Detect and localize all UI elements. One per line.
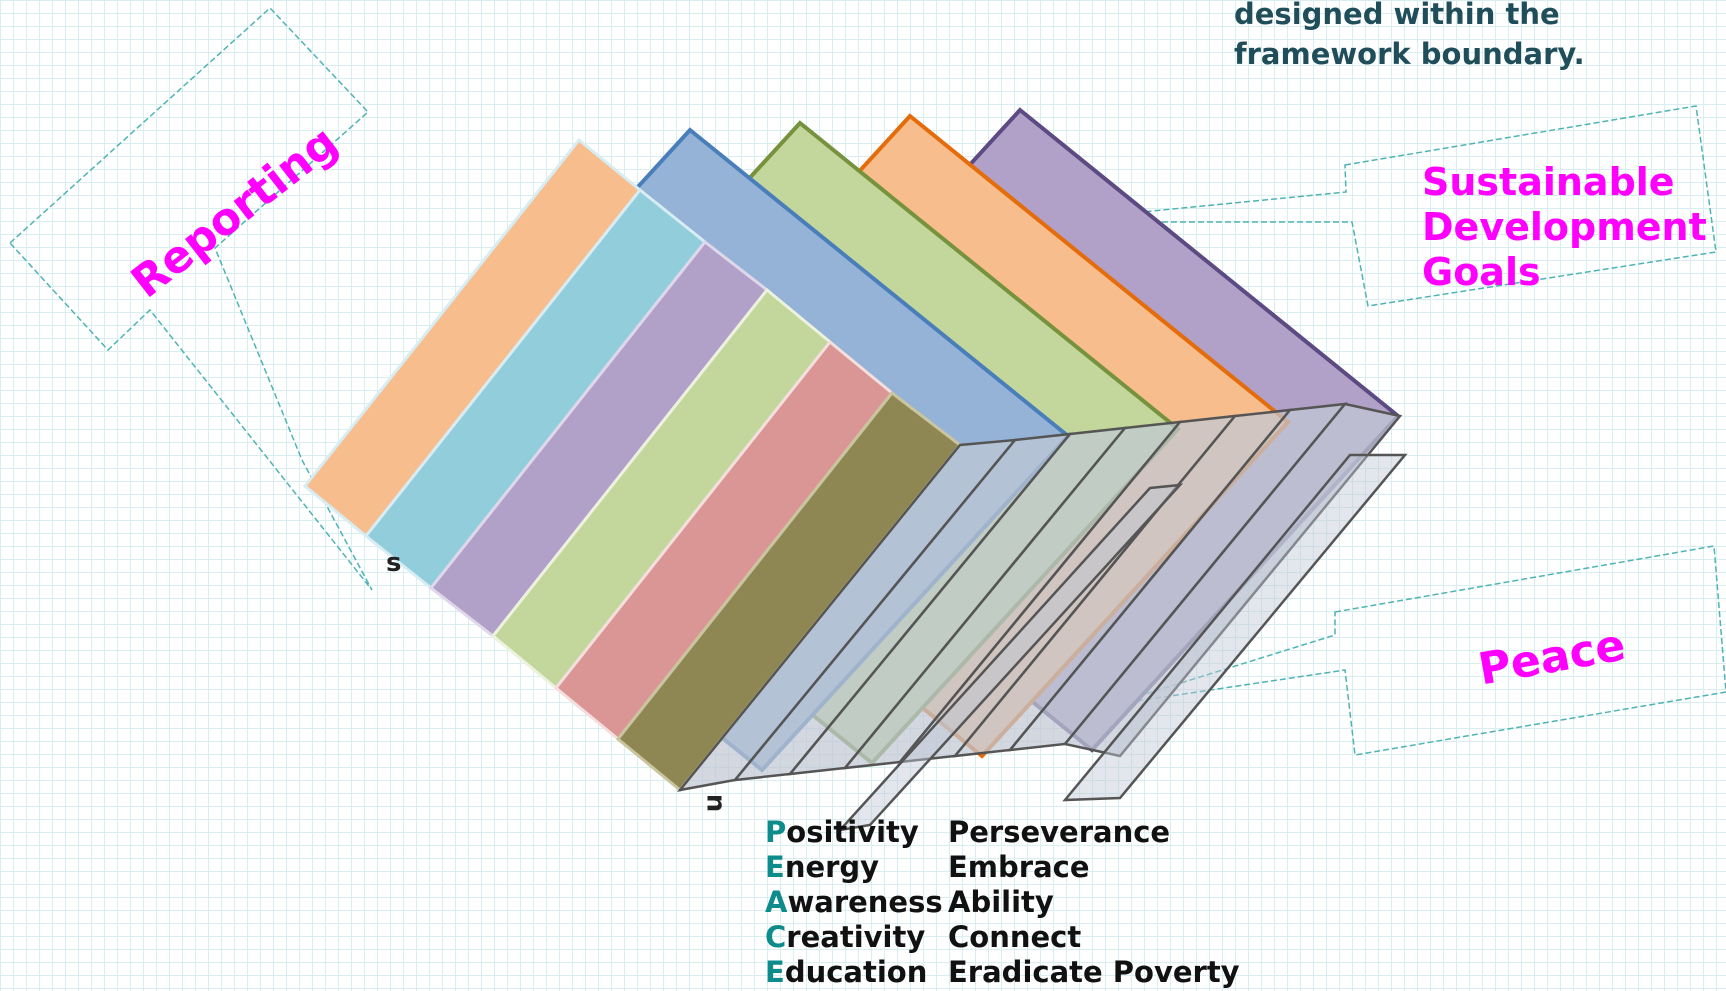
acronym-pair: Connect	[948, 920, 1082, 954]
stray-letter-n: n	[700, 793, 731, 813]
slice-10	[1062, 453, 1408, 802]
stray-letter-s: s	[386, 548, 402, 578]
acronym-pair: Embrace	[948, 850, 1090, 884]
reporting-callout	[8, 6, 373, 591]
acronym-rest: ducation	[784, 955, 928, 989]
acronym-row-e2: Education Eradicate Poverty	[765, 955, 1240, 990]
acronym-rest: reativity	[786, 920, 926, 954]
peace-acronym-list: Positivity Perseverance Energy Embrace A…	[765, 815, 1240, 990]
acronym-rest: wareness	[787, 885, 943, 919]
acronym-word: Awareness	[765, 885, 948, 920]
sdg-label: Sustainable Development Goals	[1422, 160, 1707, 294]
acronym-initial: P	[765, 815, 787, 849]
acronym-rest: nergy	[784, 850, 880, 884]
framework-note: designed within the framework boundary.	[1234, 0, 1585, 71]
acronym-pair: Perseverance	[948, 815, 1171, 849]
acronym-row-p: Positivity Perseverance	[765, 815, 1240, 850]
acronym-word: Energy	[765, 850, 948, 885]
acronym-row-e1: Energy Embrace	[765, 850, 1240, 885]
acronym-initial: E	[765, 850, 785, 884]
acronym-row-a: Awareness Ability	[765, 885, 1240, 920]
slice-8	[1062, 402, 1403, 758]
acronym-word: Education	[765, 955, 948, 990]
acronym-initial: A	[765, 885, 788, 919]
acronym-initial: E	[765, 955, 785, 989]
acronym-initial: C	[765, 920, 787, 954]
acronym-word: Creativity	[765, 920, 948, 955]
acronym-rest: ositivity	[786, 815, 919, 849]
acronym-row-c: Creativity Connect	[765, 920, 1240, 955]
slice-9	[836, 483, 1184, 832]
sdg-callout	[1039, 105, 1717, 307]
acronym-pair: Eradicate Poverty	[948, 955, 1240, 989]
acronym-word: Positivity	[765, 815, 948, 850]
acronym-pair: Ability	[948, 885, 1054, 919]
peace-callout	[1109, 545, 1726, 756]
